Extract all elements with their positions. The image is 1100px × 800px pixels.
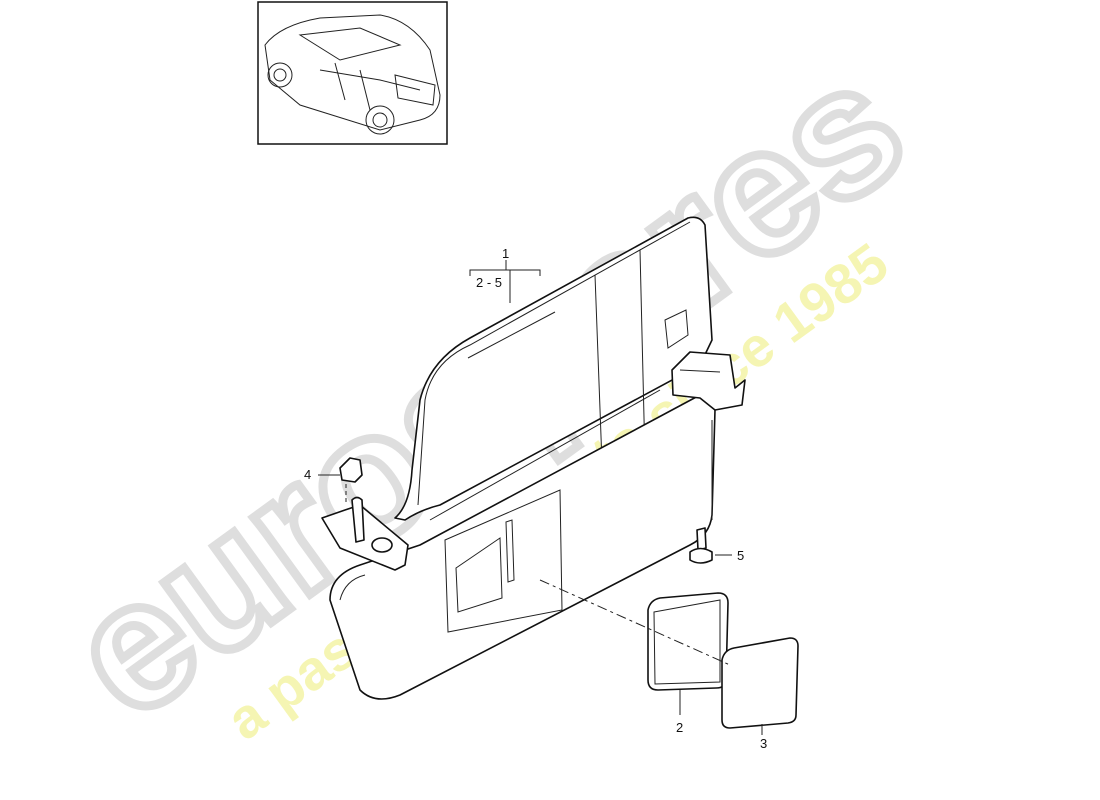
screw-part-5[interactable]: [689, 527, 713, 564]
callout-5: 5: [737, 548, 744, 563]
callout-2-5: 2 - 5: [476, 275, 502, 290]
car-thumbnail[interactable]: [257, 1, 448, 145]
sun-visor-assembly[interactable]: [321, 216, 799, 729]
clip-part-4[interactable]: [339, 457, 363, 483]
leader-lines: [318, 260, 763, 735]
cover-part-3[interactable]: [721, 637, 799, 729]
callout-2: 2: [676, 720, 683, 735]
callout-4: 4: [304, 467, 311, 482]
car-overview-icon: [264, 14, 441, 135]
mirror-part-2[interactable]: [647, 592, 729, 691]
callout-3: 3: [760, 736, 767, 751]
callout-1: 1: [502, 246, 509, 261]
